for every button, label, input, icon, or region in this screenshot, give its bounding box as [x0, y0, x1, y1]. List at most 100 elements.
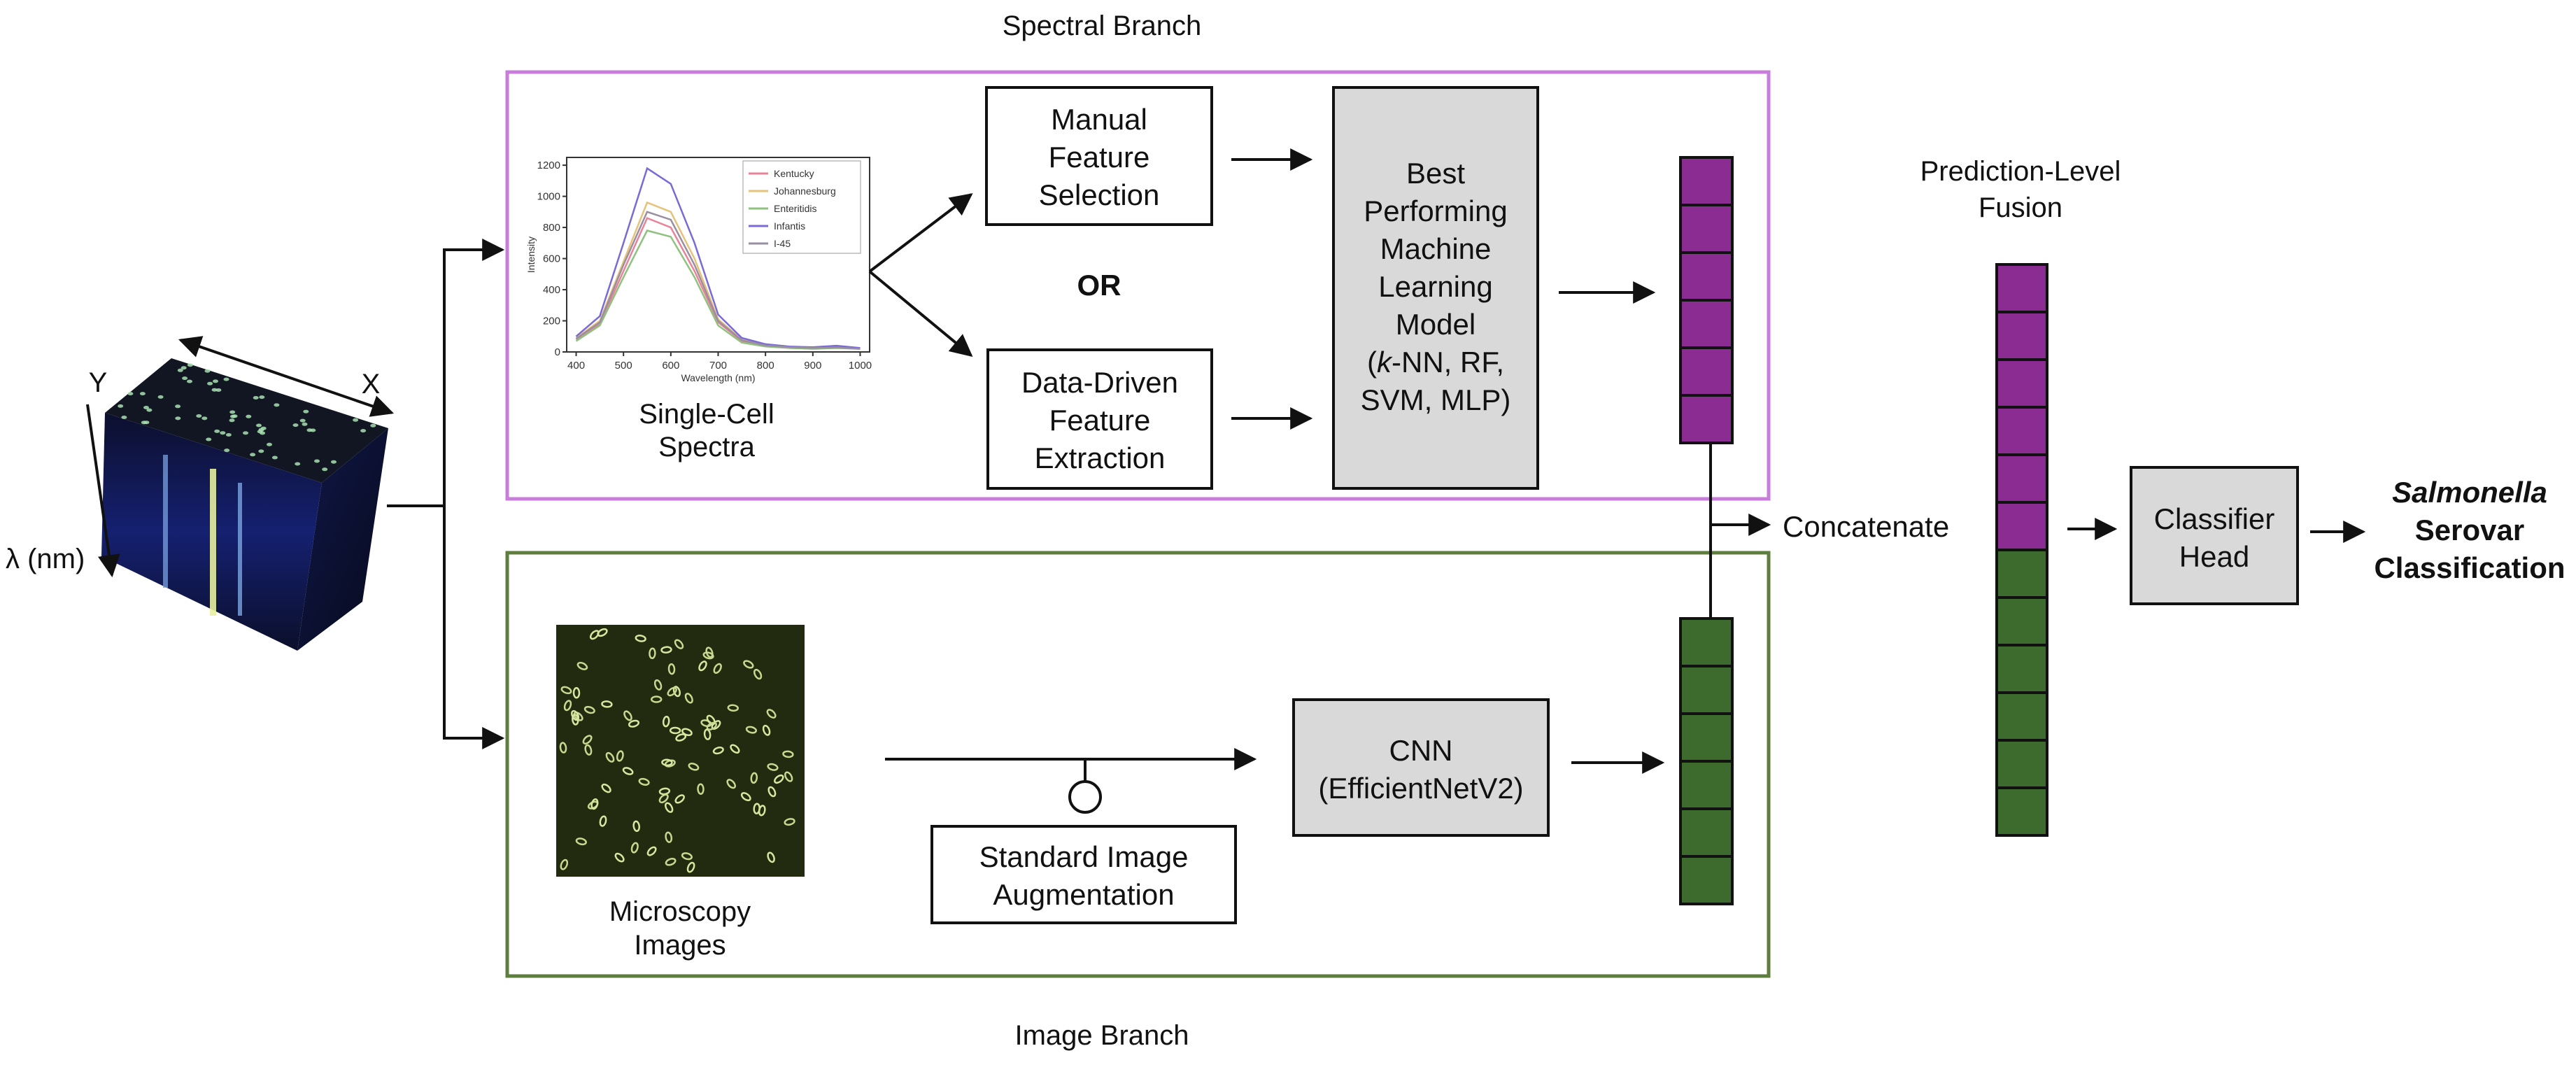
spectral-vector-cell [1679, 299, 1734, 349]
augmentation-box: Standard Image Augmentation [930, 825, 1237, 924]
image-branch-title: Image Branch [1014, 1020, 1189, 1051]
fusion-line1: Prediction-Level [1920, 156, 2121, 187]
x-tick-label: 900 [804, 360, 821, 372]
output-line1: Salmonella [2392, 476, 2547, 509]
fused-image-cell [1995, 549, 2048, 599]
fused-spectral-cell [1995, 311, 2048, 361]
spectral-vector-cell [1679, 394, 1734, 444]
ml-model-line6: (k-NN, RF, [1367, 346, 1504, 379]
microscopy-caption-line1: Microscopy [609, 896, 751, 927]
single-cell-spectra-chart: 400 500 600 700 800 900 1000 0 200 400 600 800 1000 1… [525, 157, 872, 383]
microscopy-image [556, 625, 805, 877]
manual-line3: Selection [1039, 178, 1160, 211]
x-tick-label: 600 [662, 360, 679, 372]
cnn-line1: CNN [1389, 734, 1453, 767]
manual-feature-selection-box: Manual Feature Selection [985, 86, 1213, 226]
chart-xlabel: Wavelength (nm) [681, 372, 755, 383]
fused-image-cell [1995, 739, 2048, 789]
cube-axis-x-label: X [362, 369, 381, 400]
fused-image-cell [1995, 644, 2048, 694]
classifier-line1: Classifier [2154, 502, 2275, 535]
chart-legend [742, 160, 861, 254]
spectral-vector-cell [1679, 204, 1734, 254]
legend-entry: Infantis [774, 220, 805, 232]
classifier-line2: Head [2179, 540, 2249, 573]
x-tick-label: 800 [757, 360, 774, 372]
augmentation-line1: Standard Image [979, 840, 1189, 873]
augmentation-junction [1068, 780, 1102, 814]
image-vector-cell [1679, 712, 1734, 763]
image-feature-vector [1679, 617, 1734, 905]
fused-image-cell [1995, 786, 2048, 837]
y-tick-label: 600 [543, 253, 560, 265]
fused-spectral-cell [1995, 358, 2048, 409]
spectra-caption-line1: Single-Cell [639, 399, 774, 430]
output-line2: Serovar [2415, 514, 2524, 546]
spectral-vector-cell [1679, 346, 1734, 397]
manual-line1: Manual [1051, 103, 1147, 136]
hyperspectral-cube [101, 358, 388, 651]
image-vector-cell [1679, 665, 1734, 715]
ml-model-line3: Machine [1380, 232, 1492, 265]
fused-image-cell [1995, 691, 2048, 742]
ml-model-box: Best Performing Machine Learning Model (… [1332, 86, 1539, 490]
legend-entry: Enteritidis [774, 203, 816, 214]
y-tick-label: 1000 [537, 191, 560, 203]
image-vector-cell [1679, 807, 1734, 858]
datadriven-line2: Feature [1049, 404, 1151, 437]
y-tick-label: 0 [555, 346, 560, 358]
fused-feature-vector [1995, 263, 2048, 837]
fused-spectral-cell [1995, 501, 2048, 551]
ml-model-line7: SVM, MLP) [1361, 383, 1511, 416]
cube-axis-y-label: Y [89, 367, 108, 398]
classifier-head-box: Classifier Head [2130, 466, 2299, 605]
y-tick-label: 800 [543, 222, 560, 234]
y-tick-label: 1200 [537, 160, 560, 171]
spectral-feature-vector [1679, 156, 1734, 444]
x-tick-label: 500 [615, 360, 632, 372]
legend-entry: Johannesburg [774, 185, 836, 197]
fused-spectral-cell [1995, 263, 2048, 313]
spectral-vector-cell [1679, 251, 1734, 302]
legend-entry: I-45 [774, 238, 791, 249]
ml-model-k: k [1377, 346, 1393, 379]
cnn-line2: (EfficientNetV2) [1318, 772, 1523, 805]
ml-model-line6-rest: -NN, RF, [1392, 346, 1504, 379]
fusion-line2: Fusion [1979, 192, 2062, 223]
chart-ylabel: Intensity [525, 236, 537, 273]
microscopy-caption-line2: Images [634, 930, 726, 961]
cnn-box: CNN (EfficientNetV2) [1292, 698, 1550, 837]
ml-model-line1: Best [1406, 157, 1465, 190]
image-vector-cell [1679, 760, 1734, 810]
ml-model-line2: Performing [1364, 195, 1507, 227]
output-line3: Classification [2374, 551, 2565, 584]
data-driven-feature-extraction-box: Data-Driven Feature Extraction [986, 348, 1213, 490]
datadriven-line1: Data-Driven [1021, 366, 1178, 399]
spectral-vector-cell [1679, 156, 1734, 206]
spectral-branch-frame [505, 70, 1771, 501]
image-branch-frame [505, 551, 1771, 978]
fused-spectral-cell [1995, 453, 2048, 504]
augmentation-line2: Augmentation [993, 878, 1174, 911]
spectra-caption-line2: Spectra [658, 432, 756, 462]
cube-axis-lambda-label: λ (nm) [6, 544, 85, 574]
x-tick-label: 400 [567, 360, 585, 372]
concatenate-label: Concatenate [1783, 510, 1949, 543]
y-tick-label: 400 [543, 284, 560, 296]
ml-model-line4: Learning [1378, 270, 1492, 303]
manual-line2: Feature [1049, 141, 1150, 174]
image-vector-cell [1679, 855, 1734, 905]
fused-image-cell [1995, 596, 2048, 646]
legend-entry: Kentucky [774, 168, 814, 179]
datadriven-line3: Extraction [1035, 441, 1166, 474]
spectral-branch-title: Spectral Branch [1003, 10, 1202, 41]
y-tick-label: 200 [543, 316, 560, 327]
or-label: OR [1077, 269, 1121, 302]
fused-spectral-cell [1995, 406, 2048, 456]
image-vector-cell [1679, 617, 1734, 667]
x-tick-label: 1000 [849, 360, 872, 372]
series-line [575, 211, 861, 350]
ml-model-line5: Model [1396, 308, 1475, 341]
x-tick-label: 700 [709, 360, 727, 372]
